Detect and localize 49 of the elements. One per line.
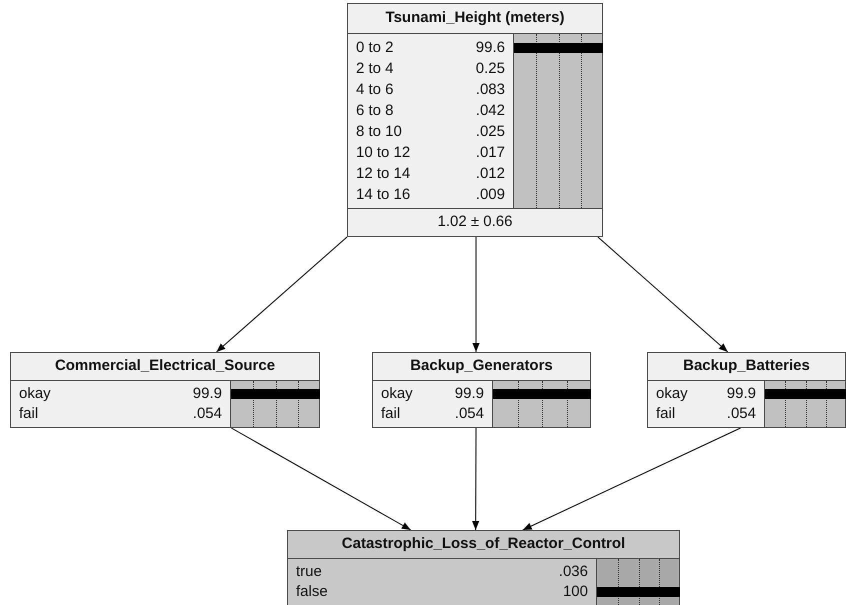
node-title: Backup_Batteries [683, 356, 810, 376]
state-label: 6 to 8 [356, 101, 394, 121]
arrow [216, 236, 348, 352]
state-label: 8 to 10 [356, 122, 402, 142]
node-title: Tsunami_Height (meters) [386, 8, 564, 28]
probability-value: .017 [476, 143, 505, 163]
probability-value: .036 [558, 562, 588, 582]
mean-value: 1.02 ± 0.66 [438, 212, 512, 232]
node-title: Commercial_Electrical_Source [54, 356, 276, 376]
node-box [647, 352, 846, 428]
node-box [347, 3, 603, 237]
arrow [522, 428, 742, 530]
probability-value: .012 [476, 164, 505, 184]
probability-value: .054 [454, 404, 484, 424]
node-box [372, 352, 591, 428]
probability-value: .054 [192, 404, 222, 424]
node-box [10, 352, 320, 428]
state-label: false [296, 582, 328, 602]
probability-value: 100 [562, 582, 588, 602]
arrow [472, 236, 480, 352]
probability-value: .054 [726, 404, 756, 424]
arrow [230, 428, 412, 530]
probability-value: 99.9 [192, 384, 222, 404]
state-label: 0 to 2 [356, 38, 394, 58]
state-label: fail [381, 404, 400, 424]
state-label: fail [19, 404, 38, 424]
arrow [597, 236, 728, 352]
state-label: okay [656, 384, 688, 404]
state-label: true [296, 562, 322, 582]
state-label: fail [656, 404, 676, 424]
node-box [287, 530, 680, 605]
state-label: 4 to 6 [356, 80, 394, 100]
probability-value: 0.25 [476, 59, 505, 79]
state-label: 2 to 4 [356, 59, 394, 79]
probability-value: .042 [476, 101, 505, 121]
probability-value: 99.9 [454, 384, 484, 404]
state-label: 12 to 14 [356, 164, 410, 184]
arrow [472, 428, 480, 530]
state-label: 14 to 16 [356, 185, 410, 205]
node-title: Backup_Generators [410, 356, 553, 376]
state-label: 10 to 12 [356, 143, 410, 163]
probability-value: .083 [476, 80, 505, 100]
node-title: Catastrophic_Loss_of_Reactor_Control [342, 534, 626, 554]
probability-value: .009 [476, 185, 505, 205]
state-label: okay [19, 384, 51, 404]
probability-value: 99.6 [476, 38, 505, 58]
probability-value: .025 [476, 122, 505, 142]
probability-value: 99.9 [726, 384, 756, 404]
state-label: okay [381, 384, 413, 404]
